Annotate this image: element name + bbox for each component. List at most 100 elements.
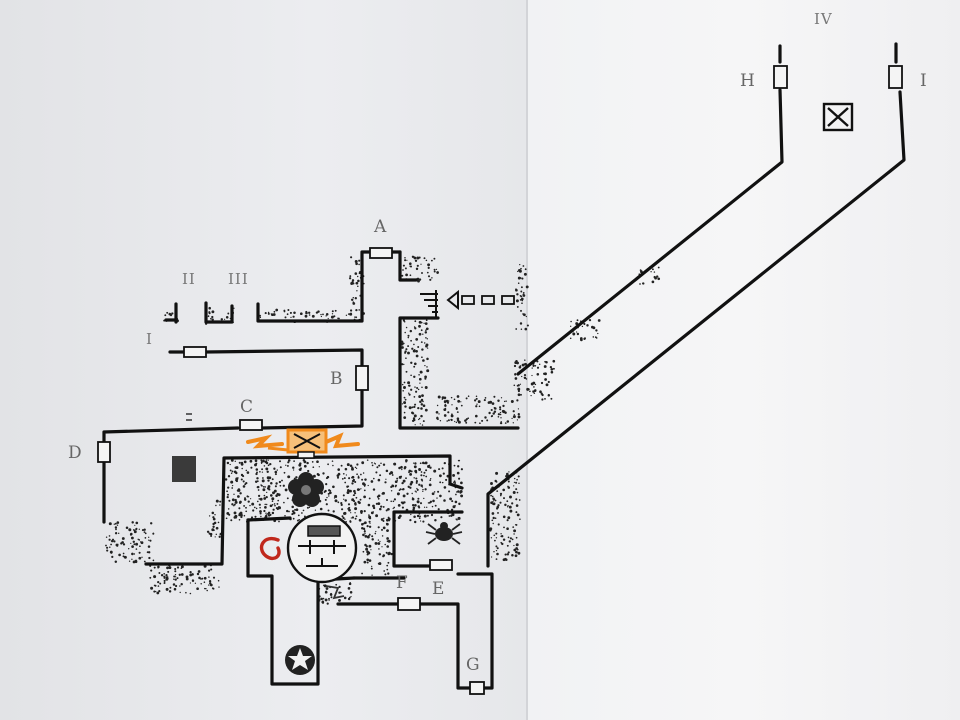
stipple-dot [508,540,511,543]
stipple-dot [328,597,330,600]
stipple-dot [515,488,518,491]
door-f[interactable] [397,597,421,611]
stipple-dot [122,555,125,558]
stipple-dot [174,574,177,576]
stipple-dot [110,543,113,546]
stipple-dot [492,500,495,502]
stipple-dot [196,572,200,576]
stipple-dot [331,313,334,315]
stipple-dot [499,408,502,411]
stipple-dot [290,316,292,319]
stipple-dot [338,473,341,476]
stipple-dot [415,390,418,393]
stipple-dot [592,336,595,338]
stipple-dot [362,472,365,474]
stipple-dot [380,462,382,465]
stipple-dot [214,536,216,538]
wall-room-i-north [204,348,364,368]
stipple-dot [491,402,495,405]
stipple-dot [414,320,417,323]
stipple-dot [456,411,459,413]
door-g[interactable] [469,681,485,695]
stipple-dot [499,494,502,497]
stipple-dot [271,500,274,503]
stipple-dot [326,496,328,499]
stipple-dot [152,532,155,535]
stipple-dot [357,285,359,287]
stipple-dot [509,495,512,499]
stipple-dot [238,512,242,516]
stipple-dot [427,275,431,278]
stipple-dot [206,530,210,534]
stipple-dot [437,508,440,511]
stipple-dot [425,259,428,262]
stipple-dot [158,590,161,593]
stipple-dot [429,479,432,482]
stipple-dot [302,458,306,462]
stipple-dot [347,508,349,510]
stipple-dot [438,468,441,471]
stipple-dot [349,520,352,523]
door-a[interactable] [369,247,393,259]
stipple-dot [443,499,446,502]
stipple-dot [264,486,267,488]
stipple-dot [276,502,279,505]
stipple-dot [404,405,407,408]
stipple-dot [225,517,228,520]
stipple-dot [208,532,210,534]
stipple-dot [452,481,455,484]
stipple-dot [353,494,356,497]
stipple-dot [364,478,367,481]
stipple-dot [414,462,417,465]
stipple-dot [524,359,526,361]
stipple-dot [450,418,453,422]
door-c[interactable] [239,419,263,431]
stipple-dot [167,578,169,580]
wall-entrance-bottom [398,316,520,430]
stipple-dot [241,467,243,470]
stipple-dot [550,367,554,371]
stipple-dot [407,384,410,387]
stipple-dot [409,486,412,489]
stipple-dot [354,502,357,505]
door-room-i[interactable] [183,346,207,358]
stipple-dot [243,460,247,464]
stipple-dot [201,577,204,580]
stipple-dot [416,487,418,490]
stipple-dot [523,313,526,317]
stipple-dot [490,482,493,485]
stipple-dot [457,465,460,468]
stipple-dot [133,543,136,546]
stipple-dot [278,480,282,484]
stipple-dot [409,519,412,522]
stipple-dot [349,464,353,468]
stipple-dot [422,404,426,408]
stipple-dot [419,370,423,374]
stipple-dot [235,471,238,475]
stipple-dot [425,329,427,331]
stipple-dot [166,576,169,579]
stipple-dot [375,471,378,474]
stipple-dot [516,293,519,296]
stipple-dot [531,367,533,369]
stipple-dot [544,378,547,381]
door-e[interactable] [429,559,453,571]
stipple-dot [219,532,222,535]
stipple-dot [243,504,246,507]
stipple-dot [250,466,253,469]
stipple-dot [283,471,286,474]
stipple-dot [301,512,303,514]
stipple-dot [150,522,153,525]
door-h[interactable] [773,65,788,89]
stipple-dot [218,586,220,588]
stipple-dot [362,550,365,553]
stipple-dot [499,501,502,504]
stipple-dot [413,326,416,328]
stipple-dot [443,486,447,489]
stipple-dot [245,510,248,513]
door-i[interactable] [888,65,903,89]
stipple-dot [541,398,544,401]
door-b[interactable] [355,365,369,391]
stipple-dot [432,499,435,503]
door-d[interactable] [97,441,111,463]
